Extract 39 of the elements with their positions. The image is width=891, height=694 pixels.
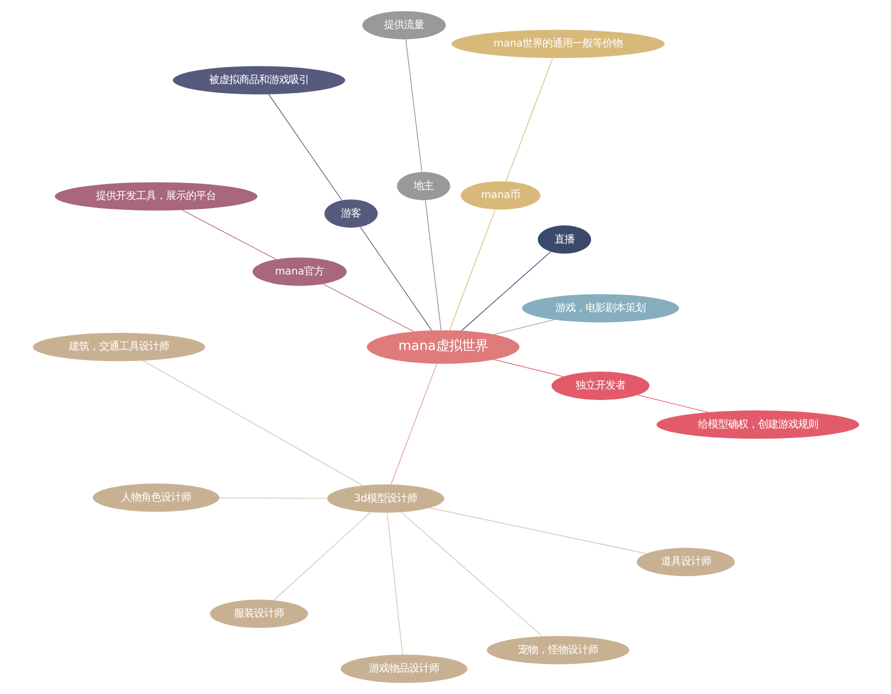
connector (359, 226, 432, 331)
node-ellipse: 建筑，交通工具设计师 (32, 332, 205, 362)
node-ellipse: 人物角色设计师 (92, 484, 220, 512)
connector (424, 200, 441, 330)
node-ellipse: 独立开发者 (551, 372, 649, 400)
connector (142, 360, 363, 486)
node-ellipse: 3d模型设计师 (326, 484, 444, 513)
node-ellipse: 直播 (537, 225, 591, 254)
connector (505, 58, 553, 182)
connector (492, 359, 564, 377)
connector (492, 319, 554, 335)
node-ellipse: 游戏，电影剧本策划 (521, 294, 679, 322)
node-ellipse: 给模型确权，创建游戏规则 (656, 410, 859, 439)
connector (636, 394, 708, 413)
connector (448, 209, 496, 331)
connector (268, 94, 342, 201)
node-ellipse: 提供开发工具，展示的平台 (54, 182, 257, 210)
node-ellipse: 服装设计师 (210, 600, 308, 628)
node-ellipse: mana币 (460, 181, 540, 210)
connector (390, 363, 437, 485)
connector (400, 512, 542, 637)
connector (322, 284, 414, 332)
connector (460, 251, 551, 332)
node-ellipse: 道具设计师 (636, 548, 734, 576)
node-ellipse: 提供流量 (362, 11, 446, 40)
node-ellipse: mana虚拟世界 (366, 330, 519, 364)
connector (218, 498, 328, 499)
connector (272, 512, 371, 601)
node-ellipse: mana官方 (252, 258, 346, 286)
connector (386, 512, 402, 655)
node-ellipse: 被虚拟商品和游戏吸引 (172, 66, 345, 94)
connector (428, 507, 646, 554)
node-ellipse: 游客 (324, 199, 378, 228)
node-ellipse: 地主 (396, 172, 450, 200)
connector (404, 39, 422, 172)
node-ellipse: 游戏物品设计师 (340, 654, 468, 683)
node-ellipse: mana世界的通用一般等价物 (451, 30, 664, 58)
connector (181, 210, 276, 260)
node-ellipse: 宠物，怪物设计师 (486, 636, 629, 664)
